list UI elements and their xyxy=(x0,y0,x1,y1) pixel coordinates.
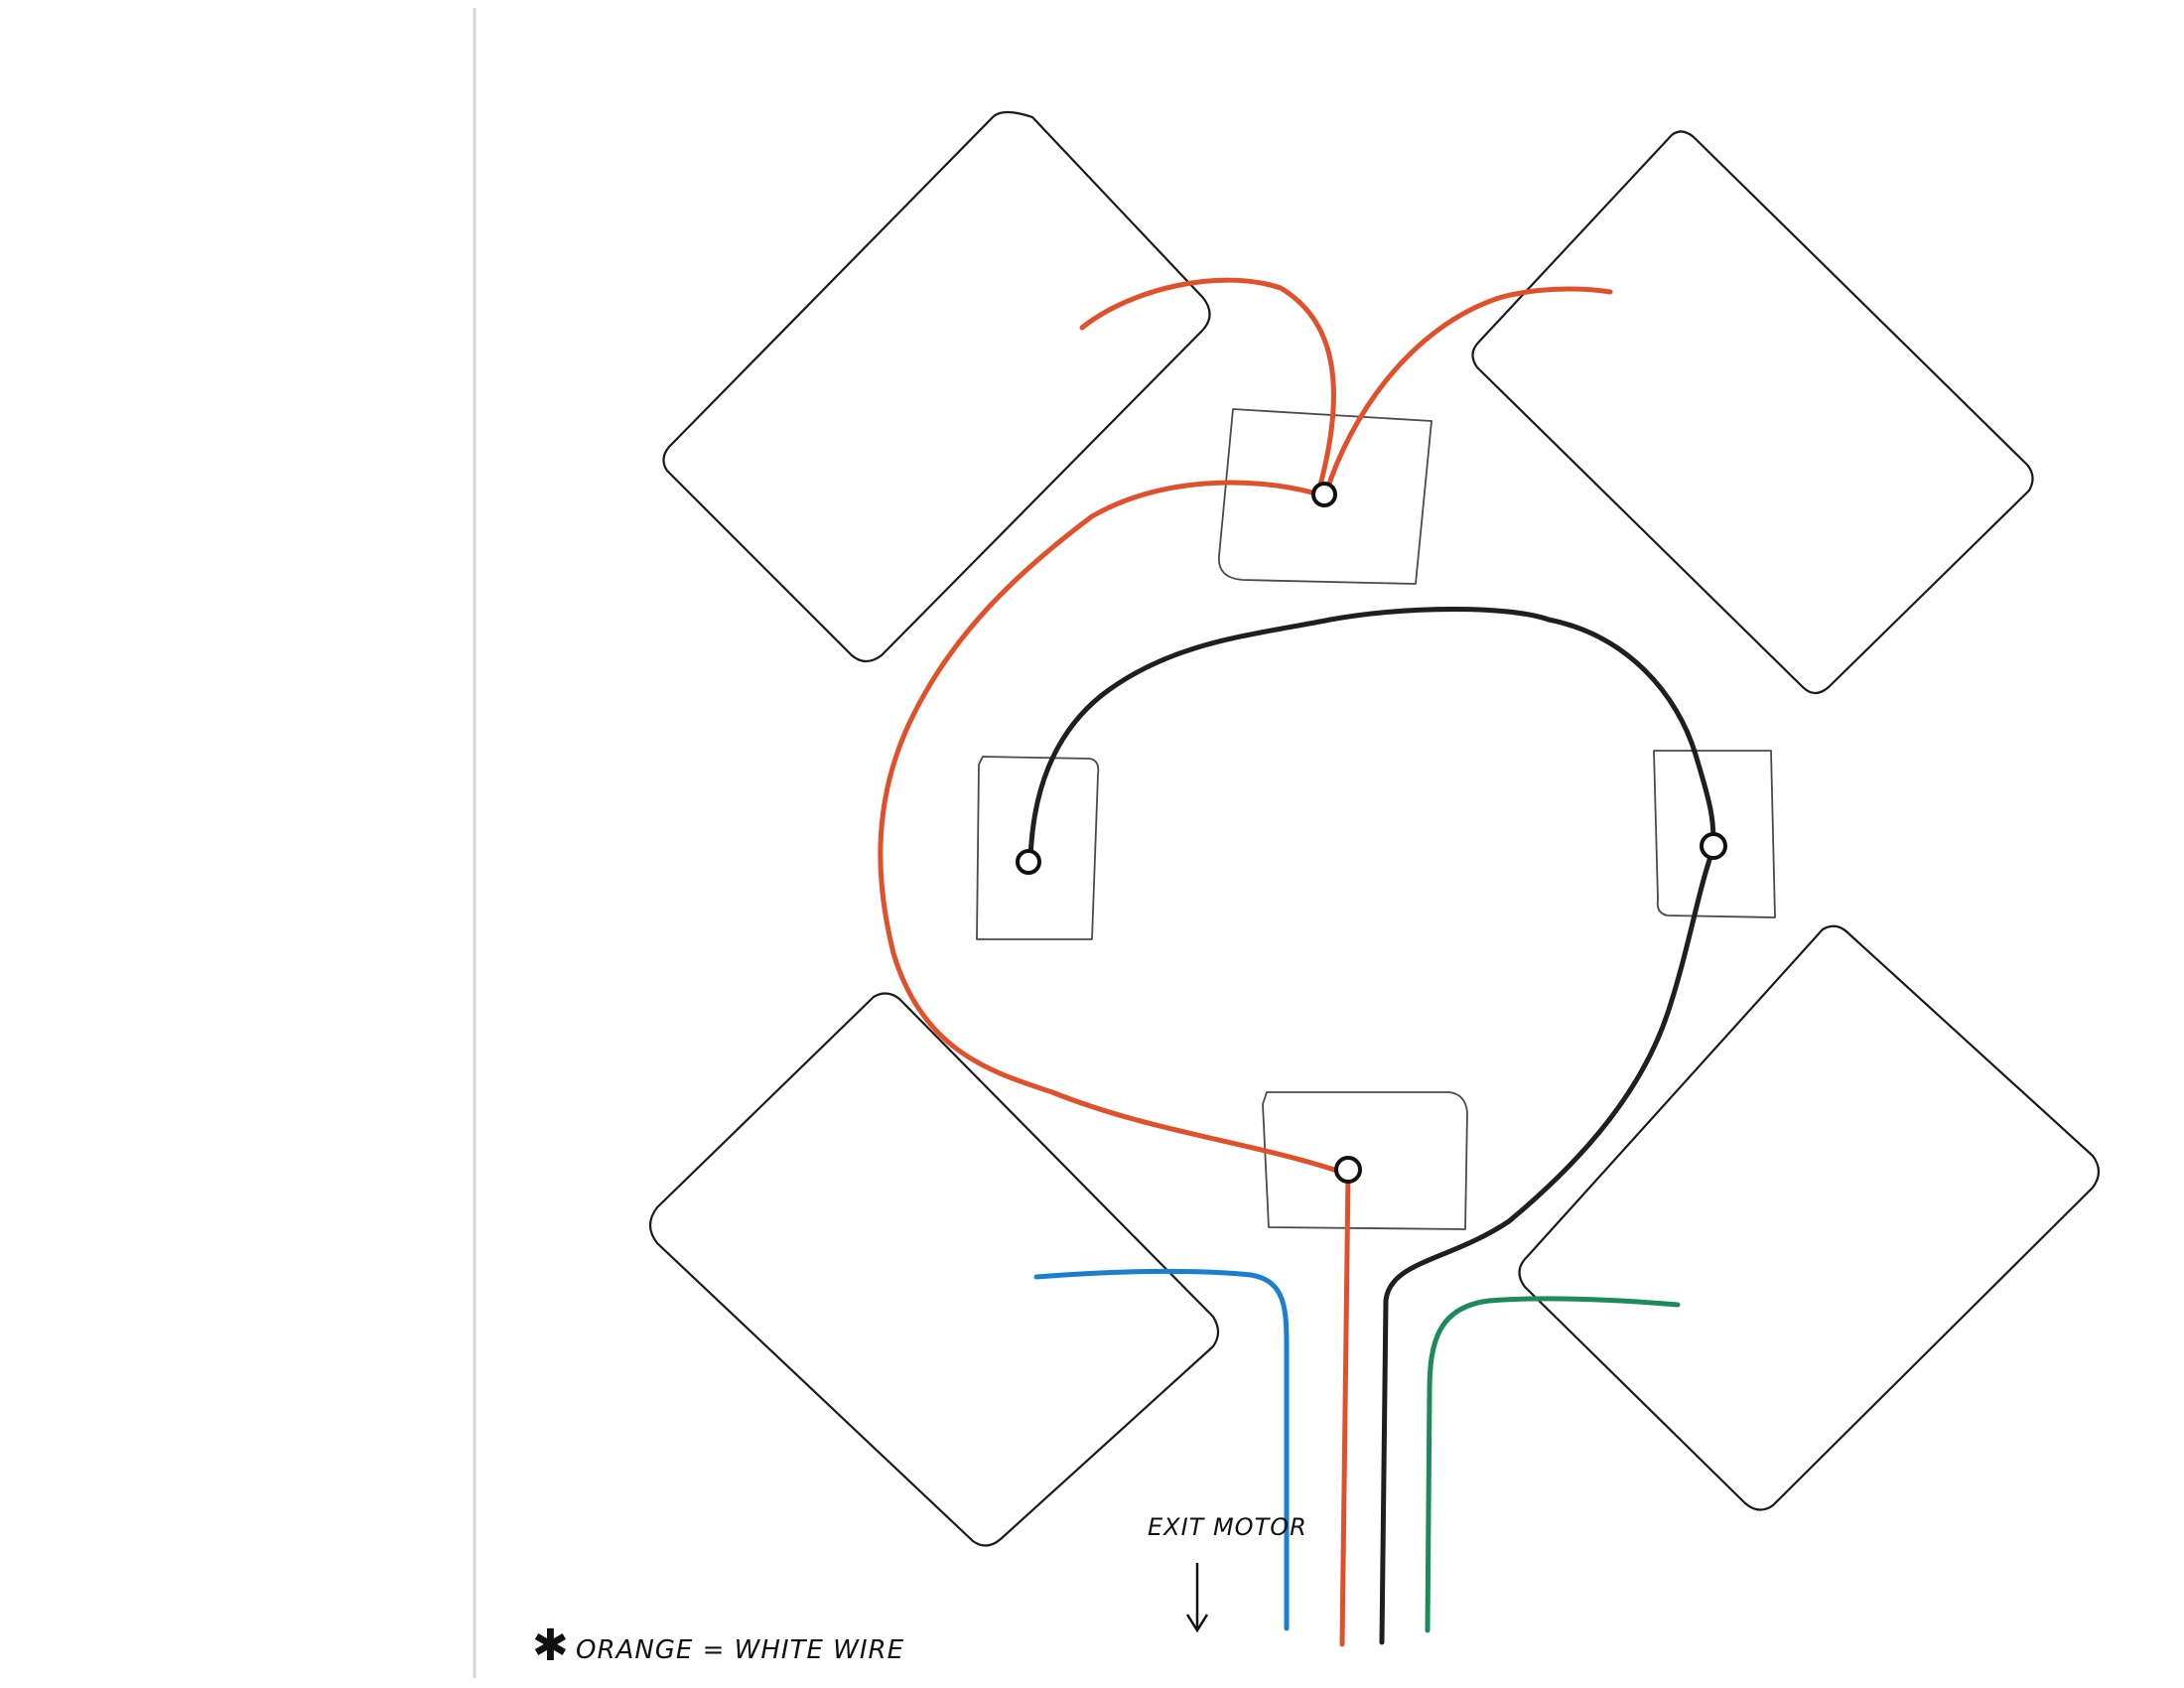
note-asterisk: ✱ xyxy=(532,1620,569,1671)
terminal-top xyxy=(1311,482,1337,507)
terminal-block-right xyxy=(1653,750,1776,918)
pole-piece-top-left xyxy=(662,110,1211,663)
terminal-left xyxy=(1016,849,1041,875)
orange-wire-exit xyxy=(1339,1171,1351,1647)
blue-wire xyxy=(1033,1268,1290,1631)
terminal-block-top xyxy=(1218,408,1433,585)
orange-wire-loop xyxy=(878,480,1343,1175)
terminal-right xyxy=(1700,832,1727,860)
note-text: ORANGE = WHITE WIRE xyxy=(576,1635,904,1665)
orange-wire-top-right-lead xyxy=(1323,286,1613,495)
terminal-block-bottom xyxy=(1262,1091,1468,1230)
terminal-block-left xyxy=(976,756,1100,940)
exit-motor-label: EXIT MOTOR xyxy=(1148,1513,1307,1541)
green-wire xyxy=(1425,1296,1681,1633)
pole-piece-bottom-right xyxy=(1518,924,2101,1511)
black-wire xyxy=(1027,607,1716,1645)
pole-piece-bottom-left xyxy=(648,992,1220,1547)
exit-motor-arrow-icon xyxy=(1185,1563,1209,1633)
orange-wire-top-left-lead xyxy=(1079,277,1336,495)
orange-wire-group xyxy=(878,277,1613,1647)
pole-piece-top-right xyxy=(1471,130,2034,695)
terminal-bottom xyxy=(1334,1156,1362,1184)
